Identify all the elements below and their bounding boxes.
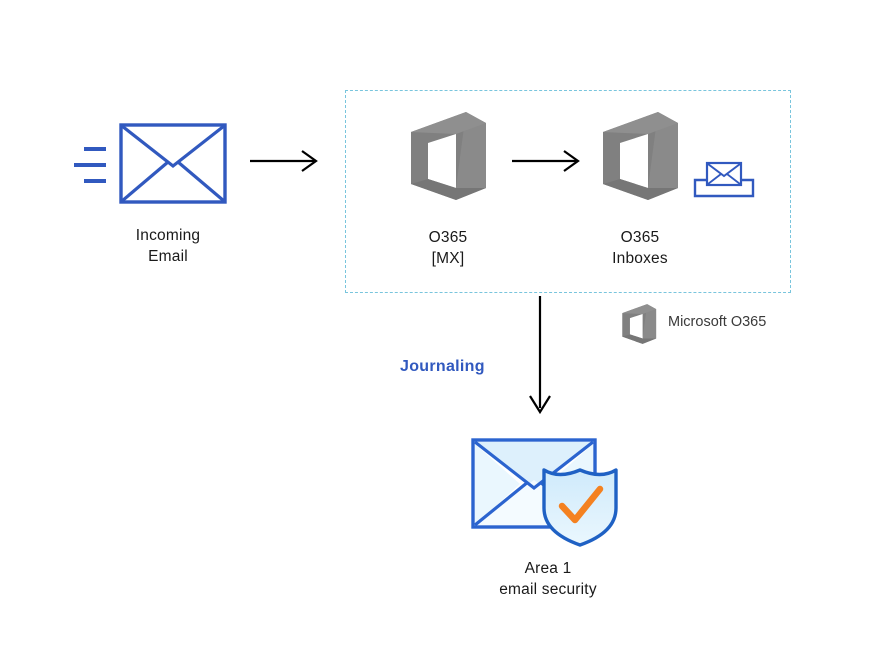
- inbox-envelope-icon: [693, 161, 755, 198]
- incoming-email-node: [70, 115, 235, 215]
- edge-inboxes-to-area1: [525, 296, 555, 418]
- arrow-down-icon: [529, 296, 551, 415]
- incoming-email-caption: Incoming Email: [135, 227, 201, 265]
- arrow-right-icon: [512, 150, 580, 172]
- office365-icon: [411, 112, 486, 200]
- legend-label-microsoft-o365: Microsoft O365: [668, 314, 767, 330]
- journaling-label: Journaling: [400, 358, 485, 375]
- office365-icon: [603, 112, 678, 200]
- o365-boundary-group: [345, 90, 791, 293]
- edge-incoming-to-mx: [250, 148, 322, 174]
- o365-inboxes-node: [598, 110, 682, 202]
- legend-o365-icon-wrap: [620, 303, 658, 345]
- area1-email-security-caption: Area 1 email security: [499, 560, 597, 598]
- o365-inboxes-caption: O365 Inboxes: [612, 229, 668, 267]
- o365-mx-caption: O365 [MX]: [428, 229, 468, 267]
- office365-icon: [622, 304, 657, 344]
- area1-email-security-node: [468, 432, 628, 547]
- o365-mx-node: [406, 110, 490, 202]
- envelope-icon: [74, 123, 227, 204]
- inbox-envelope-node: [693, 158, 755, 202]
- envelope-shield-check-icon: [471, 438, 618, 547]
- edge-mx-to-inboxes: [512, 148, 584, 174]
- arrow-right-icon: [250, 150, 318, 172]
